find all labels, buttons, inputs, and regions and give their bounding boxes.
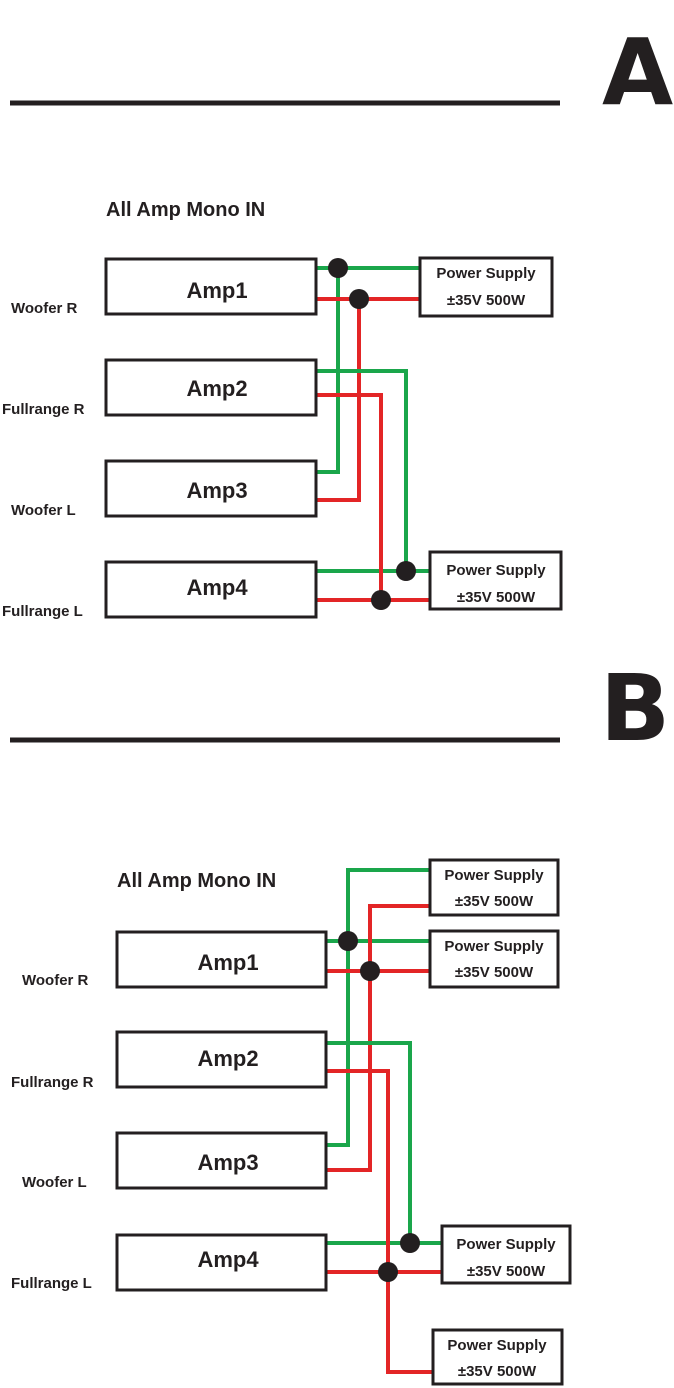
junction-dot xyxy=(371,590,391,610)
power-supply-box: Power Supply ±35V 500W xyxy=(428,550,563,611)
diagram-title-a: All Amp Mono IN xyxy=(106,199,265,221)
junction-dot xyxy=(400,1233,420,1253)
power-supply-label: Power Supply xyxy=(444,938,544,955)
power-supply-box: Power Supply ±35V 500W xyxy=(428,929,560,989)
amp-label: Amp2 xyxy=(186,376,247,401)
section-letter-a: A xyxy=(602,19,673,126)
amp-label: Amp1 xyxy=(186,278,247,303)
section-a: A All Amp Mono IN Amp1 xyxy=(2,19,673,620)
amp-label: Amp2 xyxy=(197,1046,258,1071)
amp-box-2: Amp2 xyxy=(115,1030,328,1089)
power-supply-rating: ±35V 500W xyxy=(457,589,536,606)
channel-label: Fullrange R xyxy=(11,1074,94,1091)
channel-label: Woofer L xyxy=(22,1174,87,1191)
junction-dot xyxy=(378,1262,398,1282)
wire-green xyxy=(316,268,340,474)
wire-red xyxy=(316,393,383,600)
diagram-title-b: All Amp Mono IN xyxy=(117,870,276,892)
junction-dot xyxy=(360,961,380,981)
section-letter-b: B xyxy=(600,655,670,762)
amp-label: Amp4 xyxy=(186,575,248,600)
power-supply-box: Power Supply ±35V 500W xyxy=(418,256,554,318)
junction-dot xyxy=(396,561,416,581)
power-supply-label: Power Supply xyxy=(436,265,536,282)
power-supply-box: Power Supply ±35V 500W xyxy=(431,1328,564,1386)
power-supply-rating: ±35V 500W xyxy=(447,292,526,309)
amp-label: Amp3 xyxy=(186,478,247,503)
channel-label: Fullrange L xyxy=(2,603,83,620)
power-supply-label: Power Supply xyxy=(444,867,544,884)
wire-red xyxy=(326,1069,433,1374)
channel-label: Woofer L xyxy=(11,502,76,519)
wire-green xyxy=(326,868,430,1147)
wire-green xyxy=(326,1041,412,1243)
channel-label: Fullrange R xyxy=(2,401,85,418)
amp-box-3: Amp3 xyxy=(115,1131,328,1190)
amp-box-3: Amp3 xyxy=(104,459,318,518)
section-b: B All Amp Mono IN Amp1 xyxy=(10,655,670,1386)
power-supply-label: Power Supply xyxy=(447,1337,547,1354)
amp-box-1: Amp1 xyxy=(104,257,318,316)
power-supply-rating: ±35V 500W xyxy=(458,1363,537,1380)
power-supply-rating: ±35V 500W xyxy=(455,964,534,981)
channel-label: Woofer R xyxy=(22,972,89,989)
amp-box-2: Amp2 xyxy=(104,358,318,417)
power-supply-label: Power Supply xyxy=(446,562,546,579)
amp-label: Amp3 xyxy=(197,1150,258,1175)
power-supply-box: Power Supply ±35V 500W xyxy=(428,858,560,917)
power-supply-rating: ±35V 500W xyxy=(467,1263,546,1280)
power-supply-label: Power Supply xyxy=(456,1236,556,1253)
wires-b xyxy=(326,868,442,1374)
wire-green xyxy=(316,369,408,571)
wire-red xyxy=(316,299,361,502)
amp-box-4: Amp4 xyxy=(115,1233,328,1292)
amp-box-4: Amp4 xyxy=(104,560,318,619)
junction-dot xyxy=(349,289,369,309)
amp-box-1: Amp1 xyxy=(115,930,328,989)
amp-label: Amp4 xyxy=(197,1247,259,1272)
channel-label: Fullrange L xyxy=(11,1275,92,1292)
power-supply-box: Power Supply ±35V 500W xyxy=(440,1224,572,1285)
amp-label: Amp1 xyxy=(197,950,258,975)
wires-a xyxy=(316,266,430,602)
junction-dot xyxy=(328,258,348,278)
power-supply-rating: ±35V 500W xyxy=(455,893,534,910)
junction-dot xyxy=(338,931,358,951)
channel-label: Woofer R xyxy=(11,300,78,317)
wire-red xyxy=(326,904,430,1172)
